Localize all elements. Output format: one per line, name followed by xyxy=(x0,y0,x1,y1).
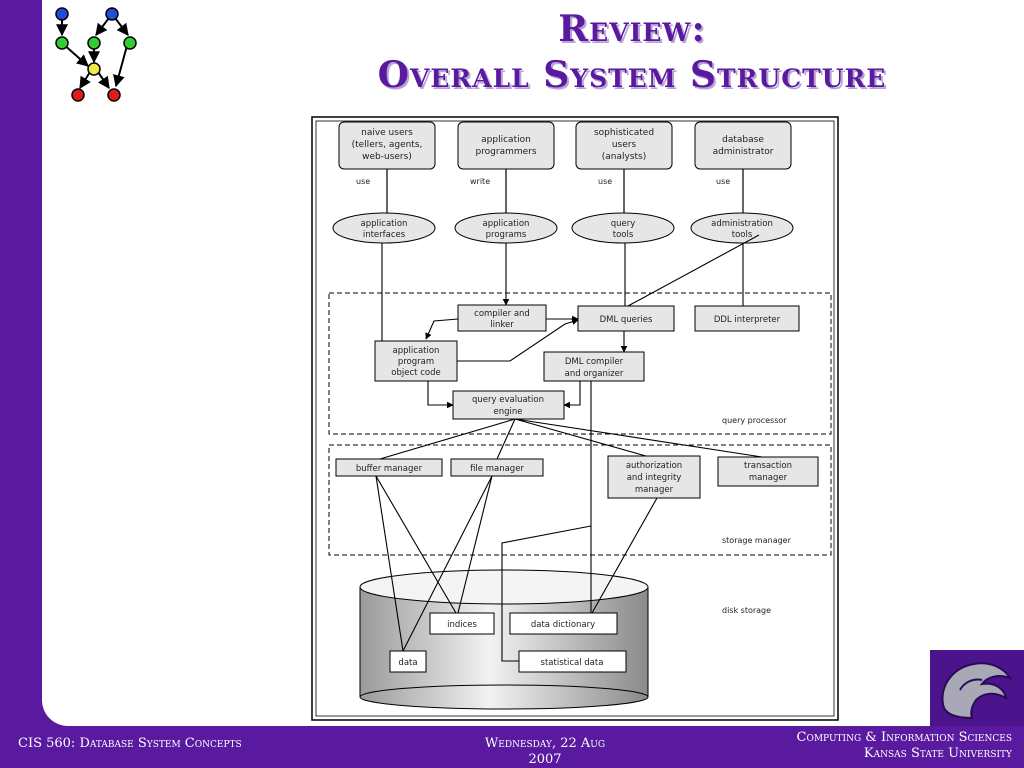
svg-text:(tellers, agents,: (tellers, agents, xyxy=(352,140,423,150)
user-box-naive-users: naive users (tellers, agents, web-users) xyxy=(338,121,436,170)
tool-application-programs: application programs xyxy=(454,212,558,244)
svg-text:manager: manager xyxy=(749,473,788,483)
svg-text:naive users: naive users xyxy=(361,128,413,138)
svg-text:DML compiler: DML compiler xyxy=(565,357,624,367)
footer-course: CIS 560: Database System Concepts xyxy=(18,736,242,751)
svg-text:tools: tools xyxy=(732,230,753,240)
query-eval-engine-box: query evaluation engine xyxy=(452,390,565,420)
svg-text:administration: administration xyxy=(711,219,773,229)
svg-text:database: database xyxy=(722,135,764,145)
footer-department: Computing & Information Sciences Kansas … xyxy=(797,730,1012,762)
indices-box: indices xyxy=(429,612,495,635)
disk-storage-label: disk storage xyxy=(722,606,771,615)
transaction-manager-box: transaction manager xyxy=(717,456,819,487)
svg-text:web-users): web-users) xyxy=(362,152,412,162)
compiler-linker-box: compiler and linker xyxy=(457,304,547,332)
svg-text:application: application xyxy=(481,135,531,145)
footer-date: Wednesday, 22 Aug 2007 xyxy=(470,736,620,768)
svg-text:tools: tools xyxy=(613,230,634,240)
svg-text:object code: object code xyxy=(391,368,440,378)
footer-date-line1: Wednesday, 22 Aug xyxy=(484,736,606,751)
svg-text:query evaluation: query evaluation xyxy=(472,395,544,405)
svg-text:program: program xyxy=(398,357,434,367)
footer-dept-line2: Kansas State University xyxy=(863,746,1012,761)
footer-date-line2: 2007 xyxy=(528,752,562,767)
svg-text:file manager: file manager xyxy=(470,464,524,474)
svg-text:query: query xyxy=(611,219,636,229)
slide-title-line2: Overall System Structure xyxy=(377,54,887,96)
svg-text:application: application xyxy=(361,219,408,229)
svg-text:sophisticated: sophisticated xyxy=(594,128,654,138)
svg-text:transaction: transaction xyxy=(744,461,792,471)
query-processor-label: query processor xyxy=(722,416,787,425)
svg-text:DDL interpreter: DDL interpreter xyxy=(714,315,781,325)
query-processor-region xyxy=(328,292,832,435)
svg-text:and organizer: and organizer xyxy=(565,369,624,379)
slide-footer: CIS 560: Database System Concepts Wednes… xyxy=(0,726,1024,768)
svg-text:programs: programs xyxy=(486,230,527,240)
action-label-use-2: use xyxy=(598,177,612,186)
tool-application-interfaces: application interfaces xyxy=(332,212,436,244)
svg-text:and integrity: and integrity xyxy=(627,473,682,483)
tool-administration-tools: administration tools xyxy=(690,212,794,244)
action-label-use-1: use xyxy=(356,177,370,186)
data-dictionary-box: data dictionary xyxy=(509,612,618,635)
storage-manager-region xyxy=(328,444,832,556)
app-object-code-box: application program object code xyxy=(374,340,458,382)
buffer-manager-box: buffer manager xyxy=(335,458,443,477)
ksu-wildcat-logo-icon xyxy=(930,650,1024,726)
svg-text:statistical data: statistical data xyxy=(541,658,604,668)
svg-text:data dictionary: data dictionary xyxy=(531,620,595,630)
svg-text:administrator: administrator xyxy=(713,147,774,157)
svg-text:users: users xyxy=(612,140,637,150)
svg-text:buffer manager: buffer manager xyxy=(356,464,423,474)
slide-title-line1: Review: xyxy=(558,8,706,50)
user-box-database-administrator: database administrator xyxy=(694,121,792,170)
user-box-sophisticated-users: sophisticated users (analysts) xyxy=(575,121,673,170)
dml-queries-box: DML queries xyxy=(577,305,675,332)
svg-text:linker: linker xyxy=(490,320,514,330)
ddl-interpreter-box: DDL interpreter xyxy=(694,305,800,332)
svg-text:application: application xyxy=(483,219,530,229)
svg-text:(analysts): (analysts) xyxy=(602,152,647,162)
statistical-data-box: statistical data xyxy=(518,650,627,673)
graph-network-logo-icon xyxy=(55,7,137,102)
tool-query-tools: query tools xyxy=(571,212,675,244)
svg-text:DML queries: DML queries xyxy=(600,315,653,325)
svg-text:application: application xyxy=(393,346,440,356)
auth-integrity-box: authorization and integrity manager xyxy=(607,455,701,499)
svg-text:interfaces: interfaces xyxy=(363,230,406,240)
dml-compiler-box: DML compiler and organizer xyxy=(543,351,645,382)
data-box: data xyxy=(389,650,427,673)
svg-text:data: data xyxy=(398,658,417,668)
action-label-use-3: use xyxy=(716,177,730,186)
system-structure-diagram: naive users (tellers, agents, web-users)… xyxy=(311,116,839,721)
storage-manager-label: storage manager xyxy=(722,536,792,545)
svg-text:programmers: programmers xyxy=(475,147,536,157)
svg-text:engine: engine xyxy=(494,407,523,417)
svg-text:indices: indices xyxy=(447,620,477,630)
footer-dept-line1: Computing & Information Sciences xyxy=(796,730,1012,745)
user-box-application-programmers: application programmers xyxy=(457,121,555,170)
svg-text:compiler and: compiler and xyxy=(474,309,530,319)
svg-text:authorization: authorization xyxy=(626,461,682,471)
file-manager-box: file manager xyxy=(450,458,544,477)
action-label-write: write xyxy=(470,177,490,186)
svg-text:manager: manager xyxy=(635,485,674,495)
